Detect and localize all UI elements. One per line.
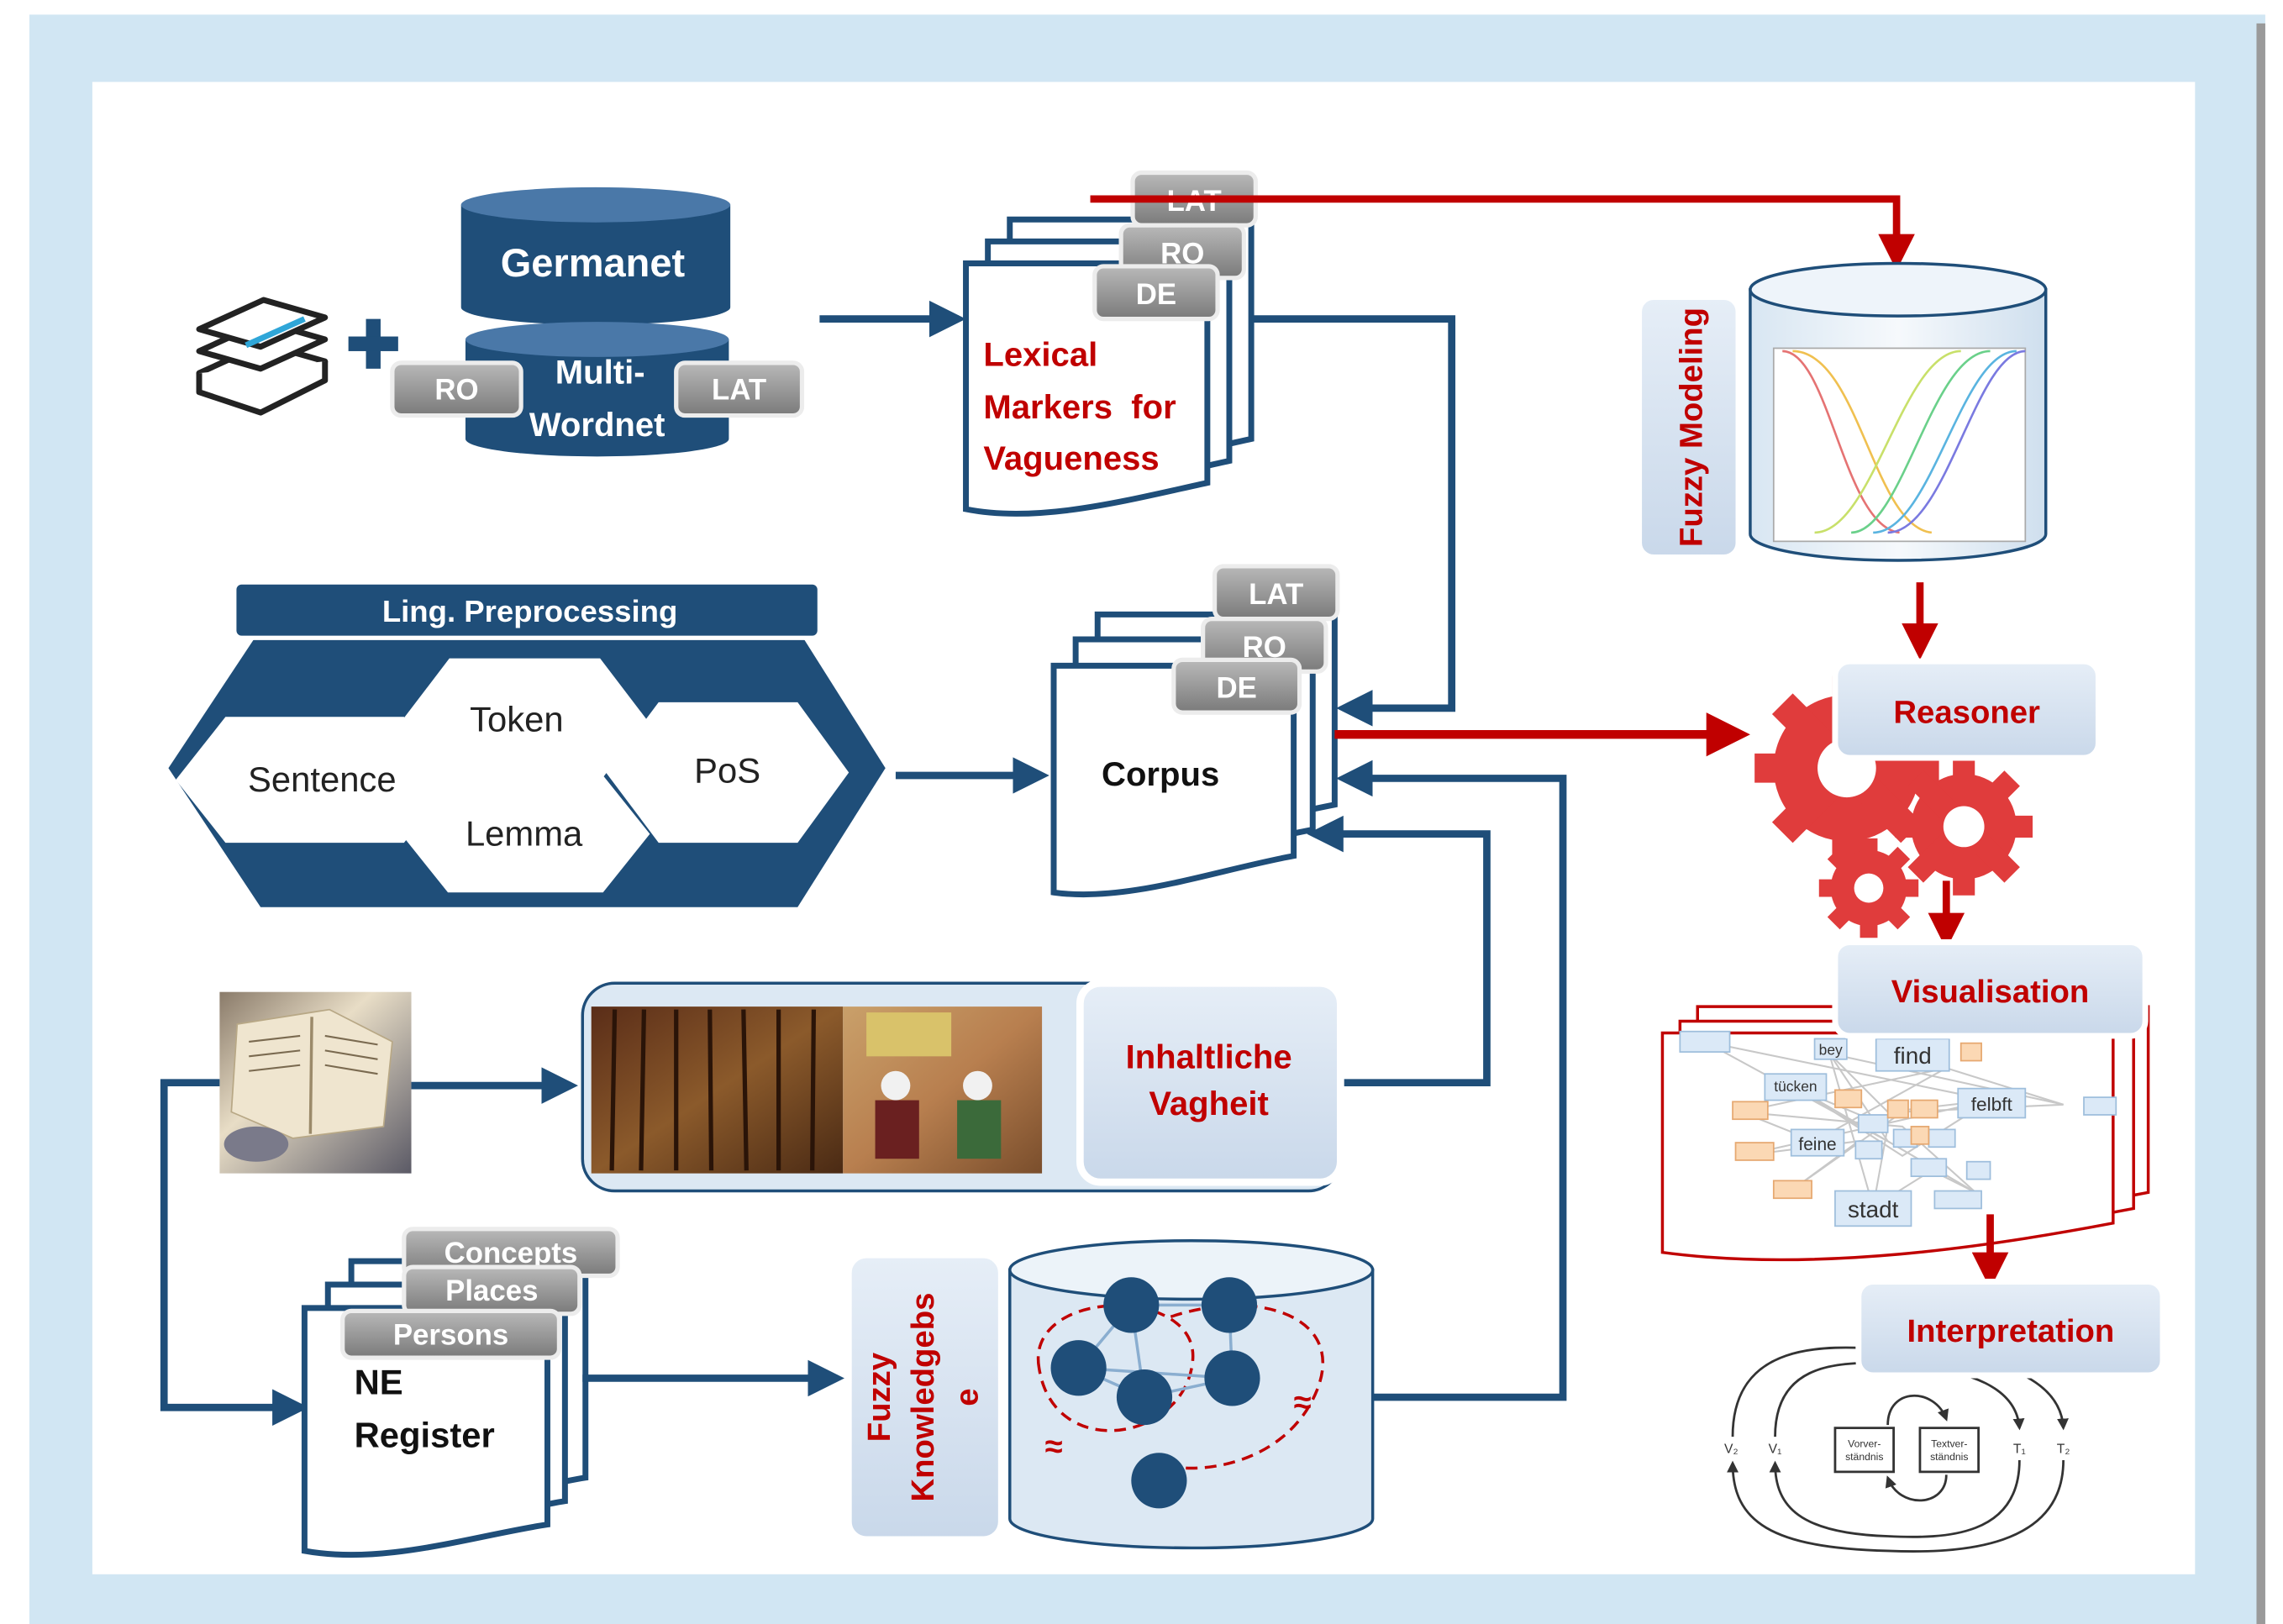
approx-sign-left: ≈ bbox=[1044, 1428, 1062, 1464]
hex-cell-sentence bbox=[176, 717, 455, 844]
svg-text:Knowledgebs: Knowledgebs bbox=[905, 1293, 941, 1502]
svg-text:RO: RO bbox=[434, 373, 478, 406]
svg-text:Ling. Preprocessing: Ling. Preprocessing bbox=[382, 594, 678, 628]
membership-function-plot bbox=[1772, 347, 2027, 543]
svg-text:DE: DE bbox=[1136, 278, 1176, 311]
arrow-lexical-to-corpus bbox=[1251, 315, 1456, 727]
inhalt-panel: Inhaltliche Vagheit bbox=[581, 979, 1344, 1193]
viz-word-feine: feine bbox=[1798, 1135, 1836, 1154]
interp-mark-t2: T₂ bbox=[2057, 1442, 2070, 1456]
svg-text:Fuzzy Modeling: Fuzzy Modeling bbox=[1673, 307, 1709, 547]
knowledge-graph bbox=[1036, 1277, 1324, 1509]
interp-box1-line1: Vorver- bbox=[1848, 1437, 1881, 1449]
hex-cell-token bbox=[402, 658, 647, 781]
svg-text:Concepts: Concepts bbox=[445, 1237, 578, 1269]
ne-register-line2: Register bbox=[355, 1415, 495, 1454]
approx-sign-right: ≈ bbox=[1294, 1385, 1312, 1421]
ne-register-line1: NE bbox=[355, 1363, 403, 1402]
tag-places: Places bbox=[402, 1264, 582, 1317]
visualisation-box: Visualisation bbox=[1832, 939, 2149, 1039]
inhalt-line1: Inhaltliche bbox=[1126, 1038, 1292, 1075]
fuzzy-kb-cylinder: ≈ ≈ bbox=[1008, 1239, 1375, 1550]
svg-text:LAT: LAT bbox=[1249, 578, 1303, 611]
svg-text:Visualisation: Visualisation bbox=[1891, 974, 2090, 1010]
arrow-photo-to-ne-register bbox=[160, 1079, 309, 1427]
multiwordnet-line1: Multi- bbox=[555, 354, 645, 391]
tag-de-corpus: DE bbox=[1171, 657, 1302, 715]
hex-label-token: Token bbox=[470, 700, 563, 739]
svg-text:Places: Places bbox=[445, 1274, 538, 1307]
svg-text:DE: DE bbox=[1217, 672, 1257, 705]
arrow-inhalt-to-corpus bbox=[1307, 815, 1491, 1087]
svg-text:e: e bbox=[949, 1388, 985, 1406]
hex-label-pos: PoS bbox=[694, 751, 760, 791]
viz-word-felbft: felbft bbox=[1971, 1094, 2013, 1115]
interpretation-box: Interpretation bbox=[1855, 1279, 2166, 1379]
plus-icon bbox=[348, 318, 398, 369]
inhalt-line2: Vagheit bbox=[1149, 1085, 1268, 1122]
fuzzy-modeling-cylinder bbox=[1749, 261, 2048, 562]
germanet-title: Germanet bbox=[501, 240, 686, 285]
svg-text:Persons: Persons bbox=[393, 1318, 508, 1351]
lexical-line3: Vagueness bbox=[983, 440, 1159, 477]
manuscript-photo bbox=[219, 991, 412, 1174]
word-network-graph: find feine felbft stadt tücken bey bbox=[1679, 1030, 2117, 1227]
tag-ro-germanet: RO bbox=[390, 360, 523, 418]
books-icon bbox=[196, 297, 329, 416]
tag-lat-germanet: LAT bbox=[674, 360, 805, 418]
interp-box1-line2: ständnis bbox=[1845, 1451, 1883, 1463]
fuzzy-kb-label-box: Fuzzy Knowledgebs e bbox=[845, 1252, 1004, 1543]
corpus-label: Corpus bbox=[1102, 756, 1219, 793]
viz-word-stadt: stadt bbox=[1848, 1196, 1899, 1222]
germanet-database: Germanet Multi- Wordnet bbox=[460, 187, 731, 457]
tag-persons: Persons bbox=[340, 1308, 562, 1360]
reasoner-box: Reasoner bbox=[1832, 658, 2102, 761]
tag-concepts: Concepts bbox=[402, 1227, 620, 1279]
tag-de-lexical: DE bbox=[1092, 264, 1220, 322]
svg-text:Reasoner: Reasoner bbox=[1893, 694, 2040, 730]
arrow-fuzzykb-to-corpus bbox=[1336, 759, 1567, 1401]
fuzzy-modeling-label-box: Fuzzy Modeling bbox=[1636, 294, 1742, 560]
interp-box2-line1: Textver- bbox=[1931, 1437, 1967, 1449]
interp-mark-v2: V₂ bbox=[1724, 1442, 1739, 1456]
hex-cell-pos bbox=[606, 702, 850, 844]
arrow-lexical-to-fuzzy-modeling bbox=[1090, 195, 1915, 271]
tag-lat-corpus: LAT bbox=[1212, 564, 1340, 622]
viz-word-find: find bbox=[1894, 1043, 1932, 1069]
interp-mark-v1: V₁ bbox=[1769, 1442, 1782, 1456]
svg-text:Fuzzy: Fuzzy bbox=[861, 1352, 897, 1442]
lexical-line2: Markers for bbox=[983, 389, 1176, 426]
hex-cell-lemma bbox=[401, 775, 650, 893]
viz-word-tuecken: tücken bbox=[1774, 1078, 1817, 1095]
viz-word-bey: bey bbox=[1819, 1042, 1843, 1059]
miniature-painting bbox=[843, 1006, 1043, 1174]
interp-box2-line2: ständnis bbox=[1930, 1451, 1968, 1463]
preprocessing-hexagon: Token Sentence PoS Lemma bbox=[168, 628, 886, 907]
multiwordnet-line2: Wordnet bbox=[529, 407, 665, 444]
interp-mark-t1: T₁ bbox=[2013, 1442, 2026, 1456]
hex-label-lemma: Lemma bbox=[466, 814, 583, 854]
lexical-line1: Lexical bbox=[983, 336, 1097, 373]
preprocessing-title-bar: Ling. Preprocessing bbox=[232, 580, 822, 640]
book-spines-image bbox=[591, 1006, 844, 1174]
hex-label-sentence: Sentence bbox=[248, 759, 397, 799]
svg-text:Interpretation: Interpretation bbox=[1907, 1313, 2115, 1349]
svg-text:LAT: LAT bbox=[712, 373, 766, 406]
hermeneutic-circle bbox=[1727, 1346, 2069, 1553]
